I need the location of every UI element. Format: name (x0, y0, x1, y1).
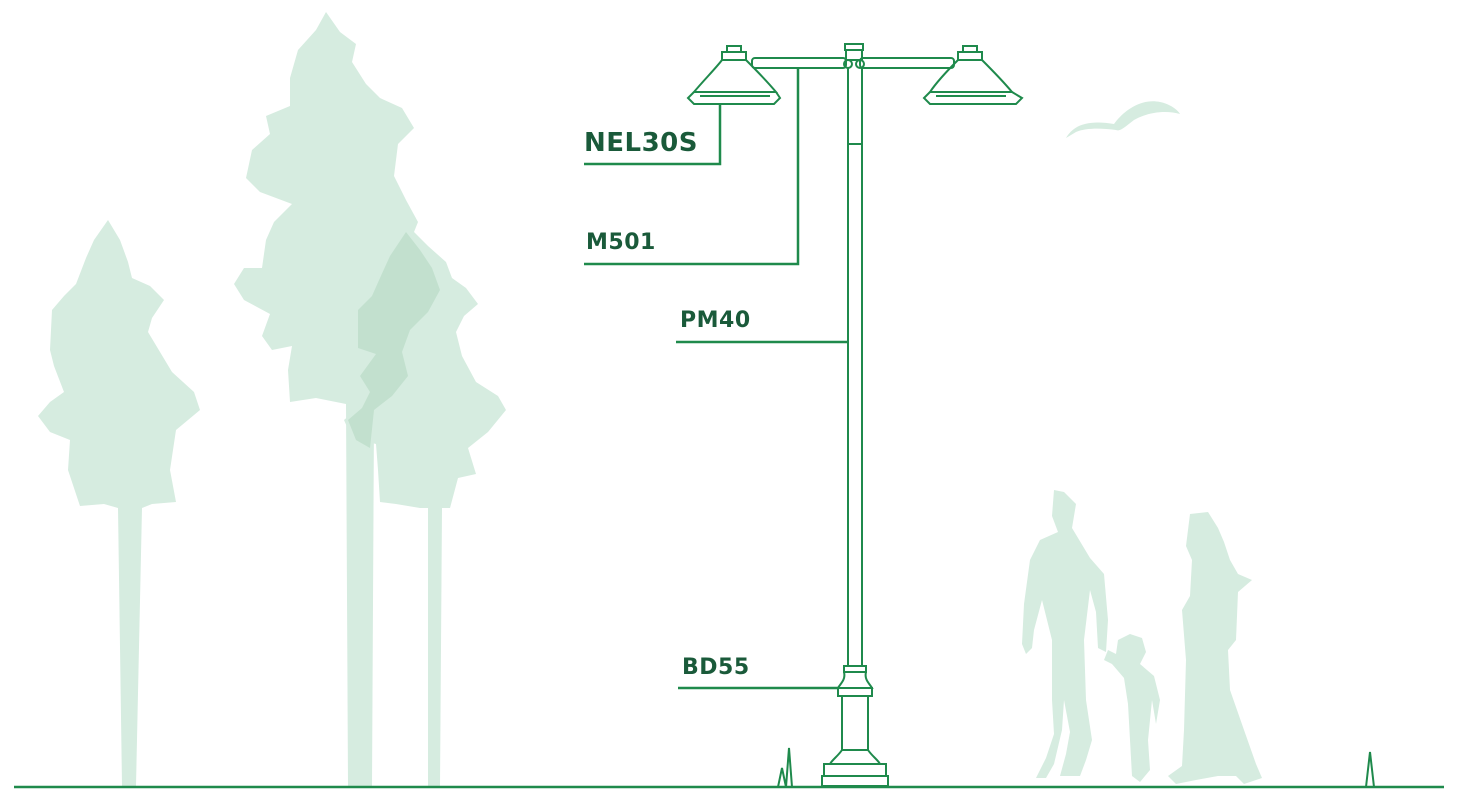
lamp-post (751, 43, 955, 787)
woman-icon (1168, 512, 1262, 784)
label-bd55: BD55 (682, 655, 750, 680)
child-icon (1104, 634, 1160, 782)
label-pm40: PM40 (680, 308, 751, 333)
tree-overlap (348, 232, 440, 448)
label-nel30s: NEL30S (584, 128, 698, 158)
leader-m501 (584, 68, 800, 266)
man-icon (1022, 490, 1108, 778)
tree-icon (38, 220, 200, 786)
grass-icon (777, 747, 793, 788)
leader-lines (584, 68, 848, 690)
bird-icon (1066, 101, 1180, 138)
grass-icon (1365, 751, 1375, 788)
luminaire-right (922, 45, 1024, 105)
leader-nel30s (584, 104, 722, 166)
label-m501: M501 (586, 230, 656, 255)
luminaire-left (686, 45, 782, 105)
tree-icon (234, 12, 424, 786)
